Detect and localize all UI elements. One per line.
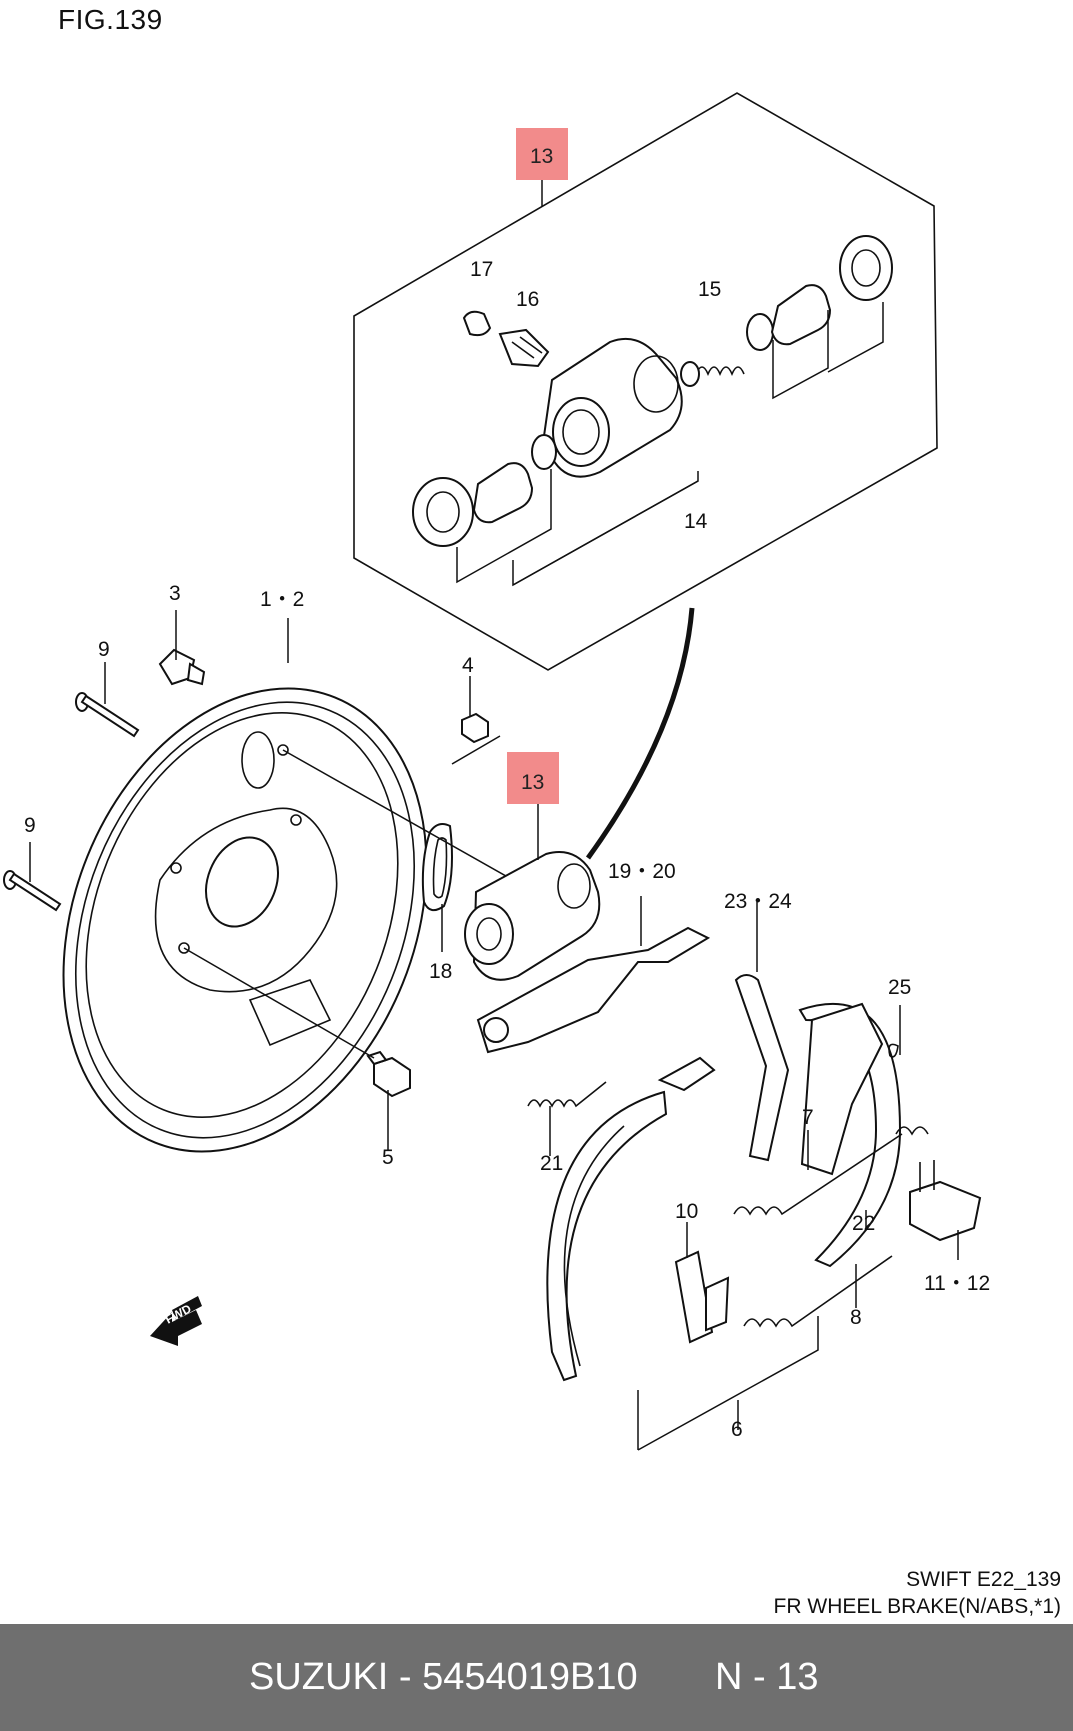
diagram-caption: SWIFT E22_139 FR WHEEL BRAKE(N/ABS,*1): [774, 1566, 1061, 1620]
callout-13-upper-highlight: [516, 128, 568, 180]
brake-shoe-right: [637, 902, 982, 1451]
callout-1-2: 1・2: [260, 588, 304, 611]
callout-19-20: 19・20: [608, 860, 676, 883]
callout-15: 15: [698, 278, 721, 301]
caption-model: SWIFT E22_139: [906, 1568, 1061, 1591]
callout-4: 4: [462, 654, 474, 677]
footer-callout-ref: N - 13: [715, 1656, 819, 1698]
callout-22: 22: [852, 1212, 875, 1235]
callout-9-upper: 9: [98, 638, 110, 661]
callout-7: 7: [802, 1106, 814, 1129]
footer-bar: SUZUKI - 5454019B10 N - 13: [0, 1624, 1073, 1731]
kit-to-cylinder-leader: [585, 607, 695, 860]
exploded-parts-diagram: FWD 13 17 16 15 14 3 1・2 9 9 4 13 19・20 …: [3, 92, 990, 1451]
wheel-cylinder-kit-parts: [412, 235, 893, 587]
callout-11-12: 11・12: [924, 1272, 990, 1295]
callout-17: 17: [470, 258, 493, 281]
backing-plate: [62, 687, 428, 1153]
callout-13-lower: 13: [521, 771, 544, 794]
callout-18: 18: [429, 960, 452, 983]
callout-6: 6: [731, 1418, 743, 1441]
callout-5: 5: [382, 1146, 394, 1169]
callout-3: 3: [169, 582, 181, 605]
spring-21: [527, 1081, 607, 1108]
fwd-direction-badge: FWD: [150, 1296, 202, 1346]
kit-outline-box: [353, 92, 938, 671]
callout-14: 14: [684, 510, 708, 533]
footer-part-number: SUZUKI - 5454019B10: [249, 1656, 638, 1698]
wheel-cylinder-assy: [464, 780, 601, 981]
brake-shoe-left: [546, 1056, 716, 1382]
callout-16: 16: [516, 288, 539, 311]
callout-10: 10: [675, 1200, 698, 1223]
callout-25: 25: [888, 976, 911, 999]
callout-9-lower: 9: [24, 814, 36, 837]
callout-13-upper: 13: [530, 145, 553, 168]
adjuster-lever: [476, 896, 711, 1054]
fasteners: [3, 610, 514, 1150]
callout-21: 21: [540, 1152, 563, 1175]
caption-section: FR WHEEL BRAKE(N/ABS,*1): [773, 1595, 1061, 1618]
callout-13-lower-highlight: [507, 752, 559, 804]
callout-23-24: 23・24: [724, 890, 792, 913]
figure-title: FIG.139: [58, 4, 163, 35]
callout-8: 8: [850, 1306, 862, 1329]
